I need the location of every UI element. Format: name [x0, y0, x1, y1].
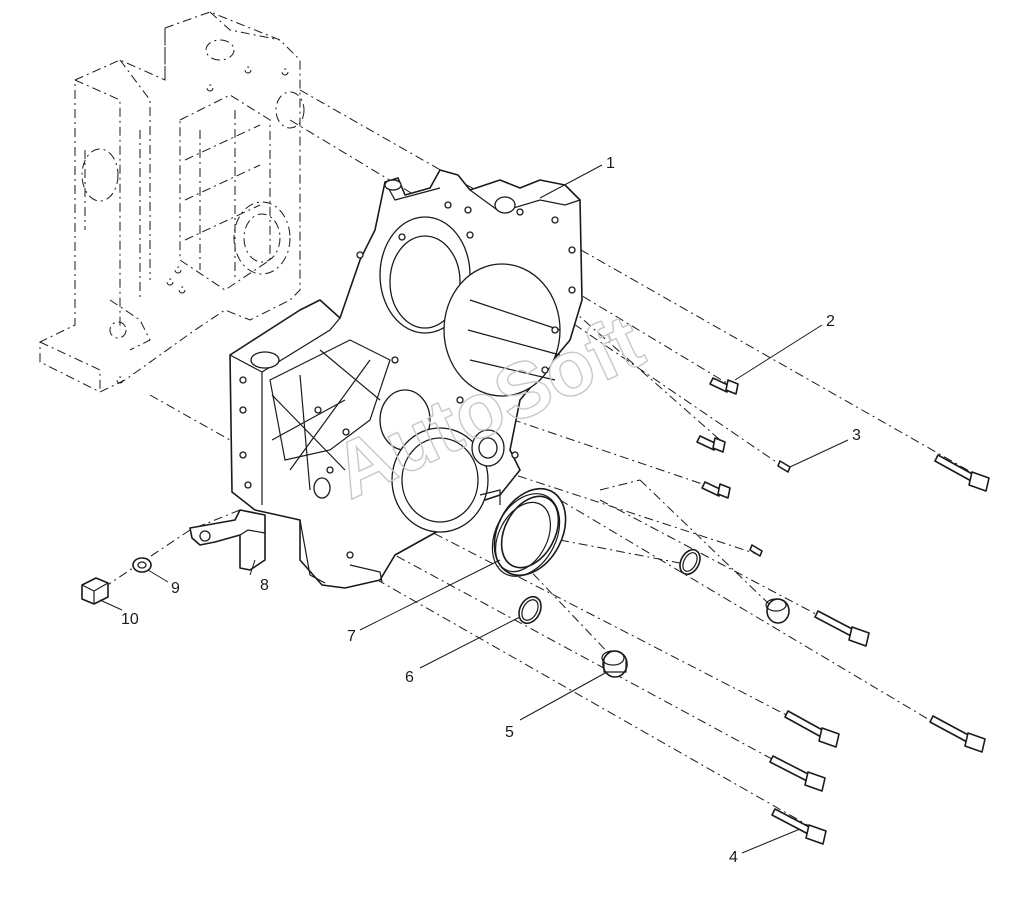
leader-lines	[99, 164, 849, 854]
long-bolt	[769, 755, 826, 792]
plug-upper	[765, 598, 790, 624]
washer-part-9	[132, 557, 152, 573]
long-bolt	[784, 710, 840, 748]
engine-block-ghost	[39, 11, 305, 393]
short-bolt	[709, 377, 739, 395]
callout-3: 3	[852, 427, 861, 444]
callout-8: 8	[260, 577, 269, 594]
crankshaft-seal-part-7	[491, 487, 567, 577]
callout-5: 5	[505, 724, 514, 741]
short-bolt	[701, 481, 731, 499]
callout-9: 9	[171, 580, 180, 597]
callout-4: 4	[729, 849, 738, 866]
callout-7: 7	[347, 628, 356, 645]
gear-housing-part-1	[229, 169, 583, 589]
callout-1: 1	[606, 155, 615, 172]
callout-labels: 1 2 3 4 5 6 7 8 9 10	[121, 155, 861, 866]
long-bolt	[929, 715, 986, 753]
bolts	[696, 377, 990, 845]
long-bolt	[814, 610, 870, 647]
dowel-pin-part-3	[749, 460, 791, 557]
callout-10: 10	[121, 611, 139, 628]
bracket-part-8	[189, 509, 266, 571]
plug-part-5	[601, 650, 628, 678]
callout-6: 6	[405, 669, 414, 686]
long-bolt	[771, 808, 827, 845]
short-bolt	[696, 435, 726, 453]
long-bolt	[934, 454, 990, 492]
o-ring-part-6	[518, 595, 542, 625]
callout-2: 2	[826, 313, 835, 330]
hex-bolt-part-10	[81, 577, 109, 605]
o-ring-upper	[679, 548, 701, 576]
